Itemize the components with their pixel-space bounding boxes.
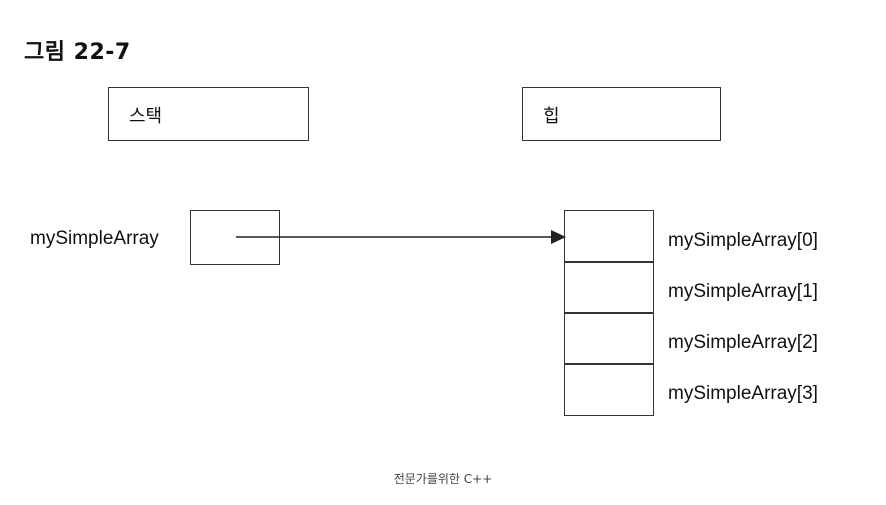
heap-element-label-1: mySimpleArray[1]: [668, 281, 818, 302]
figure-caption: 전문가를위한 C++: [393, 472, 493, 486]
heap-element-label-0: mySimpleArray[0]: [668, 230, 818, 251]
stack-variable-label: mySimpleArray: [30, 228, 159, 249]
figure-title: 그림 22-7: [24, 40, 131, 65]
heap-cell-1: [564, 261, 654, 314]
heap-region-label: 힙: [543, 106, 560, 127]
heap-element-label-2: mySimpleArray[2]: [668, 332, 818, 353]
stack-region-box: 스택: [108, 87, 309, 141]
heap-element-labels: mySimpleArray[0] mySimpleArray[1] mySimp…: [668, 210, 818, 414]
heap-array-cells: [564, 210, 654, 416]
stack-pointer-cell: [190, 210, 280, 265]
heap-cell-2: [564, 312, 654, 365]
heap-cell-3: [564, 363, 654, 416]
heap-region-box: 힙: [522, 87, 721, 141]
stack-region-label: 스택: [129, 106, 163, 127]
heap-cell-0: [564, 210, 654, 263]
heap-element-label-3: mySimpleArray[3]: [668, 383, 818, 404]
